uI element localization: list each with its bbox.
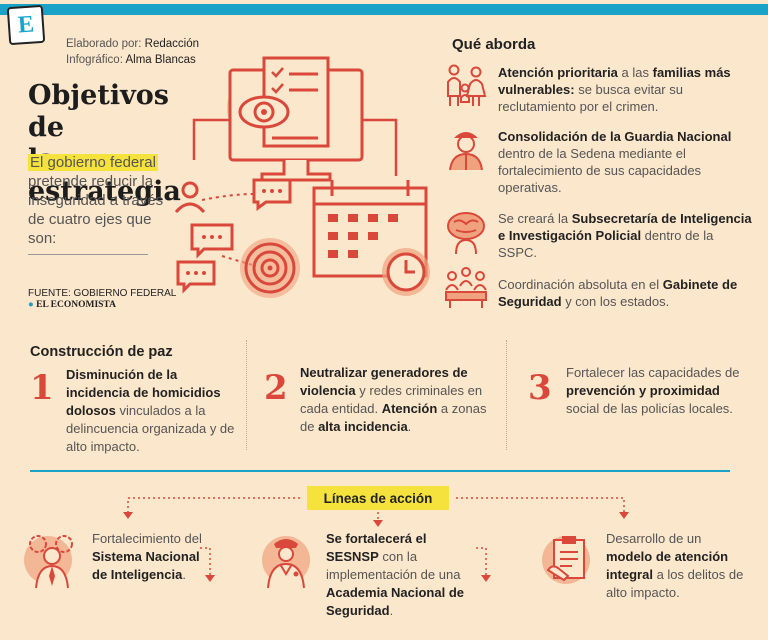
title-line-1: Objetivos de xyxy=(28,80,169,143)
intro-text: El gobierno federal pretende reducir la … xyxy=(28,153,168,248)
qa-item-2: Consolidación de la Guardia Nacional den… xyxy=(498,129,732,195)
calendar-clock-icon xyxy=(312,180,430,296)
item-number-2: 2 xyxy=(264,368,288,408)
qa-item-1: Atención prioritaria a las familias más … xyxy=(498,65,731,114)
strategy-illustration xyxy=(174,56,430,298)
que-aborda-title: Qué aborda xyxy=(452,36,536,53)
intro-divider xyxy=(28,254,148,255)
section-divider xyxy=(30,470,730,472)
linea-item-3: Desarrollo de un modelo de atención inte… xyxy=(606,531,744,600)
source-label: FUENTE: GOBIERNO FEDERAL xyxy=(28,288,177,299)
divider xyxy=(506,340,507,450)
intro-rest: pretende reducir la inseguridad a través… xyxy=(28,173,164,247)
linea-item-2: Se fortalecerá el SESNSP con la implemen… xyxy=(326,531,464,618)
credit-author-name: Redacción xyxy=(144,38,199,50)
person-icon xyxy=(174,181,206,214)
item-number-1: 1 xyxy=(30,368,54,408)
brain-network-icon xyxy=(447,212,485,255)
credit-graphic-name: Alma Blancas xyxy=(125,54,196,66)
source-brand: ● EL ECONOMISTA xyxy=(28,300,116,310)
construccion-item-1: Disminución de la incidencia de homicidi… xyxy=(66,367,235,454)
top-accent-bar xyxy=(0,4,768,15)
divider xyxy=(246,340,247,450)
linea-item-1: Fortalecimiento del Sistema Nacional de … xyxy=(92,531,202,582)
document-clipboard-icon xyxy=(542,536,590,584)
target-icon xyxy=(240,238,300,298)
construccion-title: Construcción de paz xyxy=(30,344,173,360)
qa-item-4: Coordinación absoluta en el Gabinete de … xyxy=(498,277,738,309)
family-icon xyxy=(447,64,487,106)
construccion-item-3: Fortalecer las capacidades de prevención… xyxy=(566,365,740,416)
meeting-icon xyxy=(445,267,487,308)
intelligence-agent-icon xyxy=(24,535,73,589)
credits: Elaborado por: Redacción Infográfico: Al… xyxy=(66,36,199,68)
monitor-icon xyxy=(192,56,398,182)
guard-soldier-icon xyxy=(449,132,483,171)
police-officer-icon xyxy=(262,536,310,589)
intro-highlight: El gobierno federal xyxy=(28,154,158,171)
credit-graphic-label: Infográfico: xyxy=(66,54,123,66)
credit-author-label: Elaborado por: xyxy=(66,38,142,50)
construccion-item-2: Neutralizar generadores de violencia y r… xyxy=(300,365,487,434)
lineas-accion-title: Líneas de acción xyxy=(307,486,449,510)
item-number-3: 3 xyxy=(528,368,552,408)
chat-bubbles-icon xyxy=(176,178,292,294)
qa-item-3: Se creará la Subsecretaría de Inteligenc… xyxy=(498,211,752,260)
